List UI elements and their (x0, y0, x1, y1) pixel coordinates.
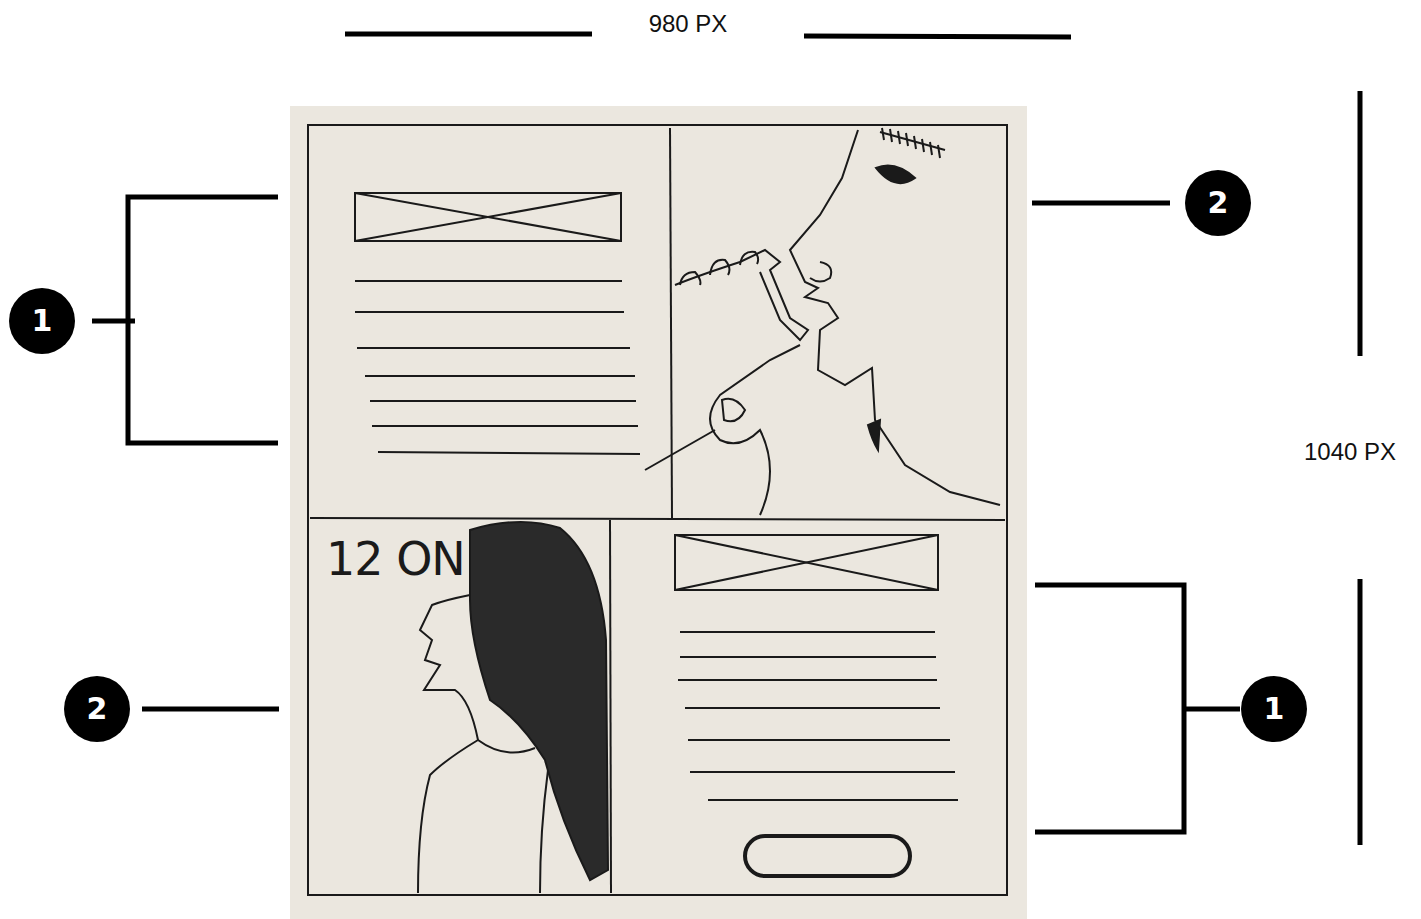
dimension-label: 980 PX (649, 12, 728, 36)
callout-circles (9, 170, 1307, 742)
dimension-label: 1040 PX (1304, 440, 1396, 464)
callout-number: 1 (32, 306, 53, 336)
wireframe (308, 125, 1007, 895)
callout-number: 1 (1264, 694, 1285, 724)
annotation-lines (92, 34, 1360, 845)
callout-number: 2 (1208, 188, 1229, 218)
sketch-text: 12 ON (326, 536, 465, 582)
paper (290, 106, 1027, 919)
callout-number: 2 (87, 694, 108, 724)
